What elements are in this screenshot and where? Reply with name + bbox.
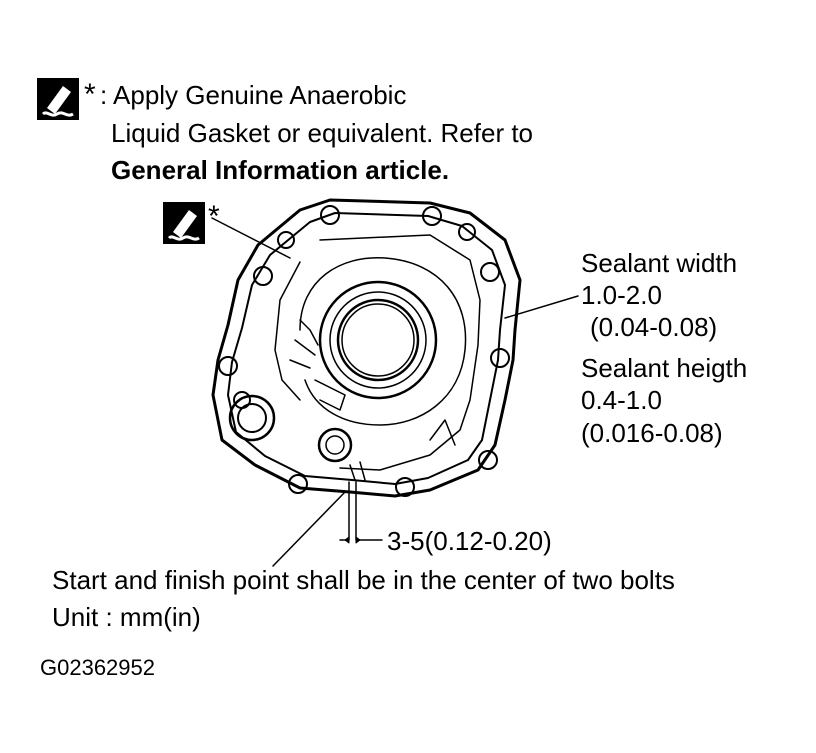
- callout-leader-start: [272, 491, 346, 567]
- sealant-width-value-in: (0.04-0.08): [590, 312, 718, 342]
- sealant-height-value: 0.4-1.0: [581, 385, 662, 415]
- start-finish-note: Start and finish point shall be in the c…: [52, 565, 675, 595]
- sealant-height-value-in: (0.016-0.08): [581, 418, 723, 448]
- note-line3: General Information article.: [111, 155, 450, 185]
- note-asterisk: *: [84, 78, 96, 111]
- boss-left: [228, 394, 276, 442]
- sealant-width-label: Sealant width: [581, 248, 738, 278]
- sealant-width-value: 1.0-2.0: [581, 280, 662, 310]
- callout-asterisk: *: [208, 200, 220, 233]
- main-bore-mid: [329, 291, 427, 389]
- sealant-bead-line: [227, 212, 506, 485]
- main-bore-inner: [336, 298, 420, 382]
- boss-center: [317, 427, 353, 463]
- gap-dimension: [339, 481, 383, 541]
- note-line2: Liquid Gasket or equivalent. Refer to: [111, 118, 534, 148]
- sealant-applicator-icon: [163, 202, 205, 244]
- unit-note: Unit : mm(in): [52, 602, 201, 632]
- sealant-height-label: Sealant heigth: [581, 353, 748, 383]
- figure-id: G02362952: [40, 655, 155, 680]
- sealant-applicator-icon: [37, 78, 79, 120]
- main-bore-outer: [318, 280, 438, 400]
- cover-outer-flange: [211, 198, 522, 498]
- callout-leader-width: [504, 295, 579, 319]
- callout-leader-asterisk: [211, 217, 291, 259]
- gap-label: 3-5(0.12-0.20): [387, 526, 552, 556]
- note-line1: : Apply Genuine Anaerobic: [100, 80, 407, 110]
